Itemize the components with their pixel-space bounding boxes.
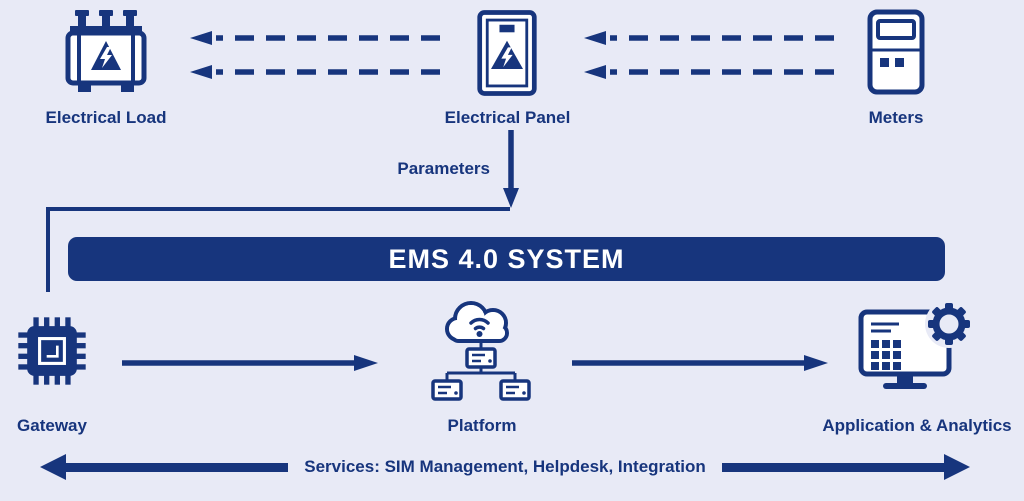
electrical-load-label: Electrical Load [45, 108, 167, 127]
ems-system-title: EMS 4.0 SYSTEM [388, 243, 625, 274]
platform-label: Platform [447, 416, 517, 435]
transformer-icon [62, 8, 150, 100]
services-arrowhead-right [944, 454, 971, 480]
meter-icon [866, 8, 926, 96]
services-shaft-left [66, 462, 289, 472]
services-label: Services: SIM Management, Helpdesk, Inte… [304, 457, 706, 476]
electrical-panel-label: Electrical Panel [444, 108, 571, 127]
dashed-arrow-panel-to-load-bottom [190, 65, 440, 79]
services-arrowhead-left [40, 454, 66, 480]
chip-icon [13, 312, 91, 390]
parameters-down-arrow [503, 130, 519, 208]
dashed-arrow-panel-to-load-top [190, 31, 440, 45]
meters-label: Meters [868, 108, 924, 127]
electrical-panel-icon [475, 6, 539, 100]
services-shaft-right [721, 462, 945, 472]
dashed-arrow-meters-to-panel-bottom [584, 65, 834, 79]
connector-line-horizontal [46, 207, 510, 211]
services-double-arrow: Services: SIM Management, Helpdesk, Inte… [40, 452, 971, 482]
monitor-gear-icon [855, 300, 975, 404]
connector-line-vertical [46, 207, 50, 292]
gear-icon [925, 300, 973, 348]
application-analytics-label: Application & Analytics [822, 416, 1012, 435]
arrow-platform-to-application [572, 355, 828, 371]
gateway-label: Gateway [17, 416, 87, 435]
dashed-arrow-meters-to-panel-top [584, 31, 834, 45]
cloud-servers-icon [429, 293, 533, 411]
arrow-gateway-to-platform [122, 355, 378, 371]
parameters-label: Parameters [397, 159, 490, 178]
ems-system-banner: EMS 4.0 SYSTEM [68, 237, 945, 281]
